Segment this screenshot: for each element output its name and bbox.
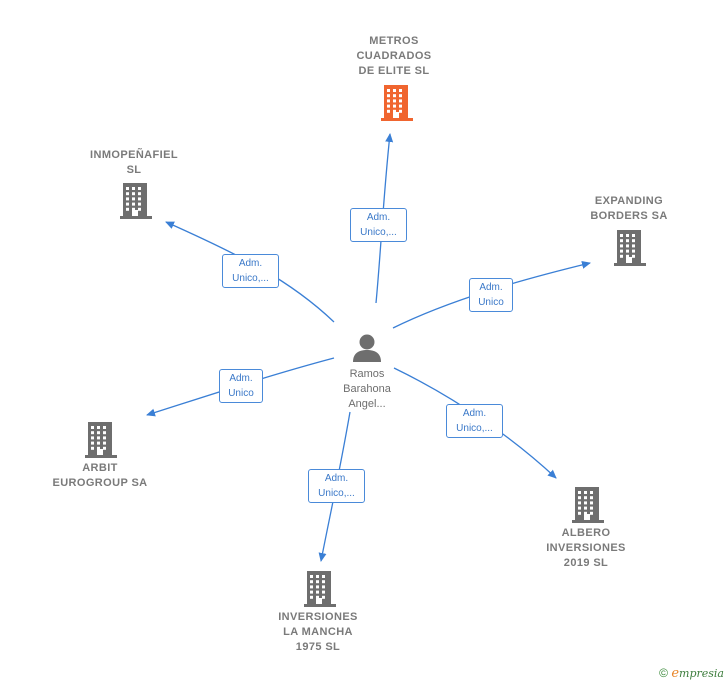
building-icon[interactable] [304, 571, 336, 612]
company-name-inmo[interactable]: INMOPEÑAFIEL SL [90, 149, 178, 176]
brand-logo-initial: e [671, 666, 680, 681]
company-name-metros[interactable]: METROS CUADRADOS DE ELITE SL [356, 35, 432, 77]
role-label-inmo[interactable]: Adm. Unico,... [222, 254, 279, 288]
role-label-expanding[interactable]: Adm. Unico [469, 278, 513, 312]
person-name[interactable]: Ramos Barahona Angel... [343, 368, 391, 410]
copyright-symbol: © [659, 666, 668, 680]
company-name-expanding[interactable]: EXPANDING BORDERS SA [590, 195, 668, 222]
role-label-arbit[interactable]: Adm. Unico [219, 369, 263, 403]
footer-credit: © empresia [659, 666, 724, 681]
role-label-mancha[interactable]: Adm. Unico,... [308, 469, 365, 503]
role-label-metros[interactable]: Adm. Unico,... [350, 208, 407, 242]
company-name-albero[interactable]: ALBERO INVERSIONES 2019 SL [546, 527, 626, 569]
person-icon[interactable] [351, 333, 383, 368]
building-icon[interactable] [614, 230, 646, 271]
building-icon[interactable] [381, 85, 413, 126]
company-name-mancha[interactable]: INVERSIONES LA MANCHA 1975 SL [278, 611, 358, 653]
brand-logo-text: mpresia [679, 667, 724, 680]
building-icon[interactable] [120, 183, 152, 224]
role-label-albero[interactable]: Adm. Unico,... [446, 404, 503, 438]
building-icon[interactable] [85, 422, 117, 463]
building-icon[interactable] [572, 487, 604, 528]
company-name-arbit[interactable]: ARBIT EUROGROUP SA [52, 462, 148, 489]
